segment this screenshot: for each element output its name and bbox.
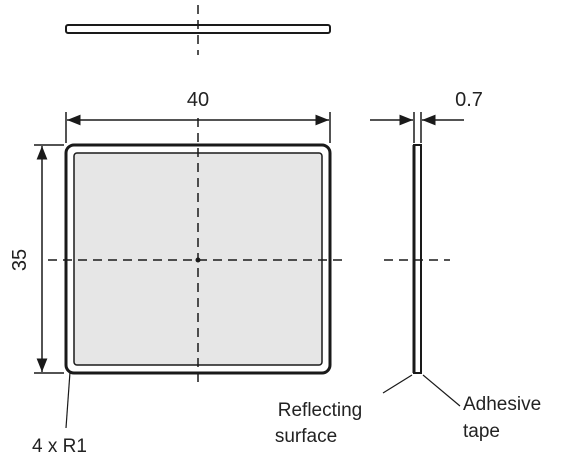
adhesive-tape-label-line1: Adhesive (463, 394, 541, 415)
corner-radius-callout: 4 x R1 (32, 371, 87, 457)
height-dimension: 35 (9, 144, 64, 374)
thickness-dimension-label: 0.7 (455, 89, 483, 111)
adhesive-tape-label-line2: tape (463, 421, 500, 442)
corner-radius-label: 4 x R1 (32, 436, 87, 457)
front-view (48, 118, 344, 385)
reflecting-surface-leader (382, 374, 413, 394)
adhesive-tape-leader (422, 374, 461, 407)
reflecting-surface-label-line2: surface (275, 426, 337, 447)
reflecting-surface-callout: Reflecting surface (275, 374, 413, 447)
side-view (384, 144, 450, 374)
height-dimension-label: 35 (9, 249, 31, 271)
width-dimension: 40 (65, 89, 331, 143)
adhesive-tape-callout: Adhesive tape (422, 374, 541, 442)
corner-radius-leader (65, 371, 71, 429)
thickness-dimension: 0.7 (370, 89, 483, 143)
width-dimension-label: 40 (187, 89, 209, 111)
top-view (65, 5, 331, 55)
reflecting-surface-label-line1: Reflecting (278, 400, 363, 421)
front-view-center-point (195, 257, 201, 263)
